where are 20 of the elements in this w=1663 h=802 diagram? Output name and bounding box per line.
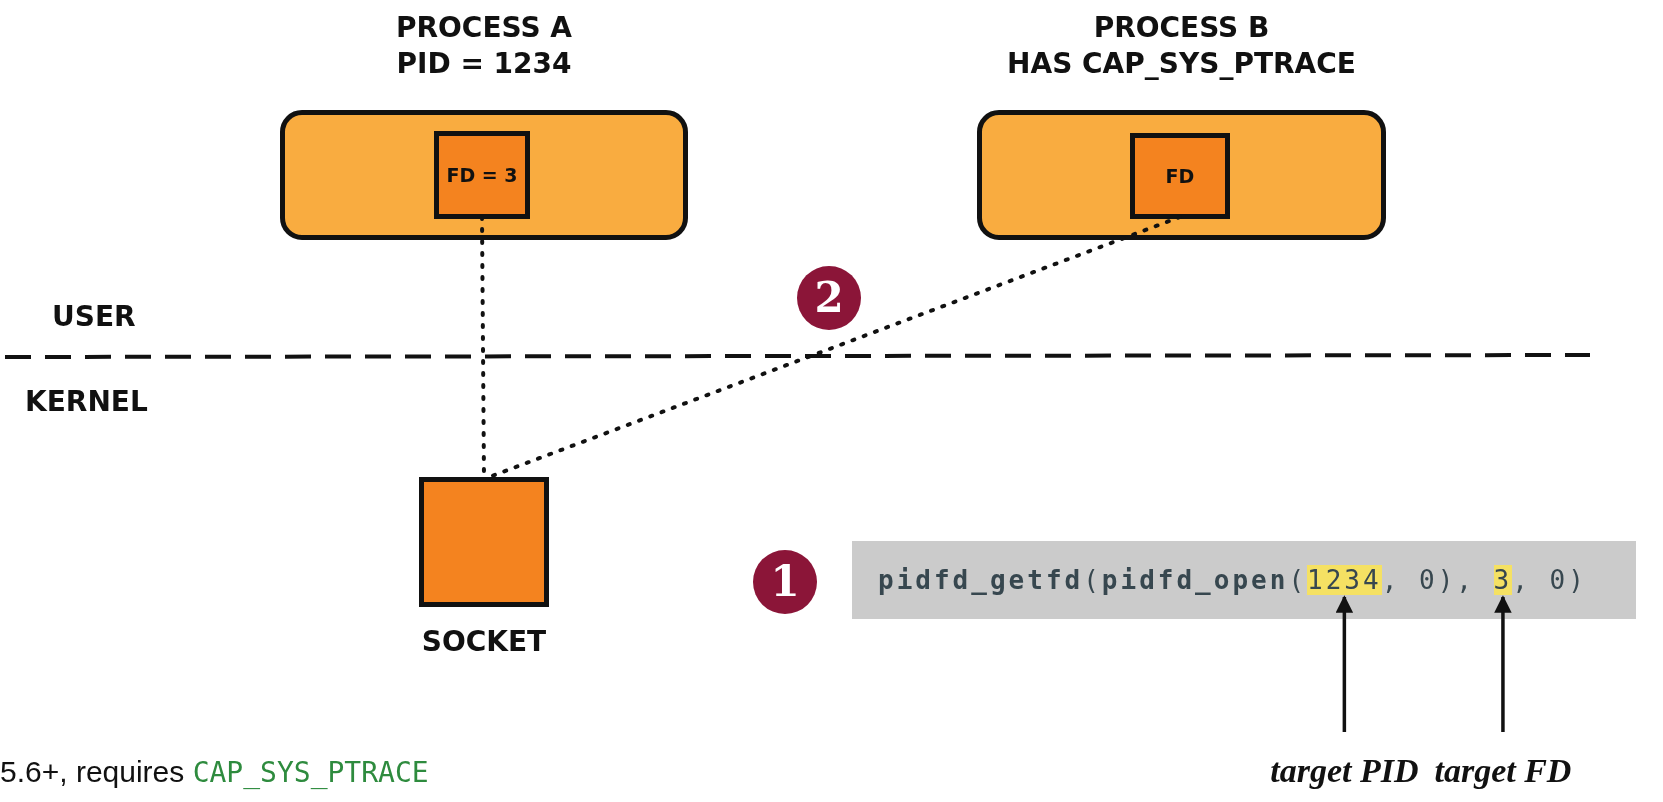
annotation-text: target FD — [1434, 752, 1572, 790]
process-heading: PROCESS A — [395, 10, 573, 46]
note-text: 5.6+, requires — [0, 755, 185, 788]
highlighted-argument: 1234 — [1307, 565, 1382, 595]
layer-label: KERNEL — [25, 385, 148, 418]
socket-label: SOCKET — [420, 625, 548, 658]
callout-number: 2 — [797, 266, 861, 330]
process-heading: HAS CAP_SYS_PTRACE — [1007, 46, 1356, 82]
capability-name: CAP_SYS_PTRACE — [192, 756, 429, 789]
arrow — [1494, 595, 1512, 732]
file-descriptor-box: FD — [1130, 133, 1230, 219]
process-heading: PID = 1234 — [396, 46, 572, 82]
process-heading: PROCESS B — [1093, 10, 1270, 46]
layer-label: USER — [52, 300, 136, 333]
arrow — [1335, 595, 1354, 732]
file-descriptor-box: FD = 3 — [434, 131, 530, 219]
code-snippet: pidfd_getfd(pidfd_open(1234, 0), 3, 0) — [852, 541, 1636, 619]
annotation-text: target PID — [1270, 752, 1419, 790]
highlighted-argument: 3 — [1493, 565, 1513, 595]
callout-number: 1 — [753, 550, 817, 614]
